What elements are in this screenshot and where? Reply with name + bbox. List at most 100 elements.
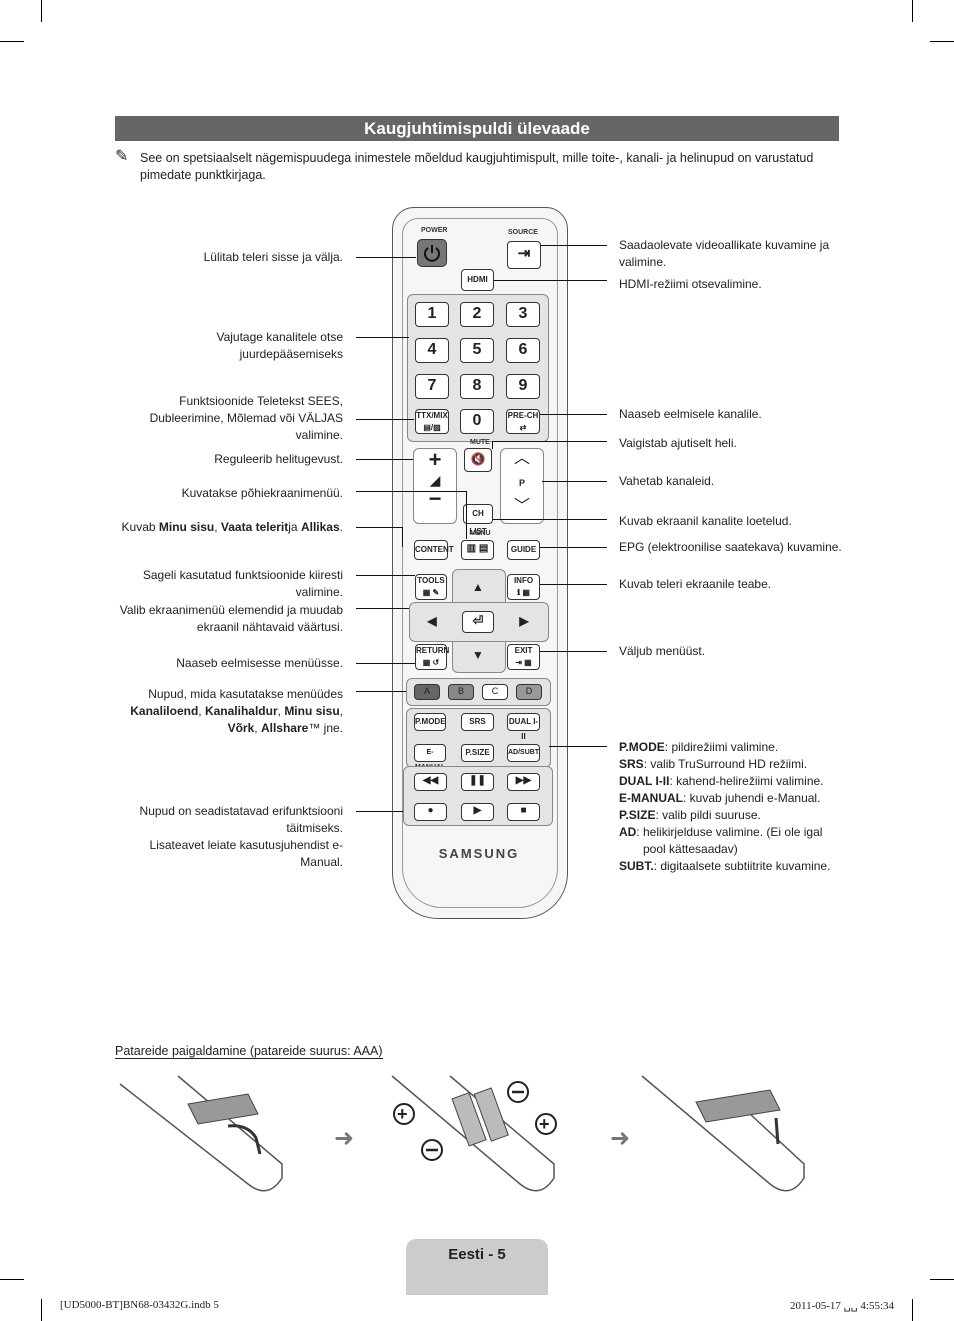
colors-bold: Allshare [260,721,309,735]
leader-line [356,608,409,609]
return-label: RETURN [416,646,450,655]
leader-line [356,691,406,692]
label-info: Kuvab teleri ekraanile teabe. [619,577,772,591]
channel-rocker[interactable]: ︿ P ﹀ [500,448,544,524]
crop-mark [0,41,24,42]
menu-button[interactable]: ▥ ▤ [461,540,494,560]
play-icon: ▶ [473,805,482,816]
content-bold: Minu sisu [158,520,215,534]
digit-9-button[interactable]: 9 [506,374,540,399]
fn-text: : digitaalsete subtiitrite kuvamine. [653,859,831,873]
digit-0-button[interactable]: 0 [460,409,494,434]
color-button-c[interactable]: C [482,684,508,700]
colors-text: ™ jne. [308,721,343,735]
mute-icon: 🔇 [470,452,486,466]
up-arrow-icon: ▲ [472,580,484,594]
digit-6-button[interactable]: 6 [506,338,540,363]
exit-button[interactable]: EXIT⇥ ▦ [507,644,540,670]
content-bold: Allikas [300,520,340,534]
fast-forward-button[interactable]: ▶▶ [507,773,540,791]
info-icon: ℹ ▦ [517,588,530,597]
hdmi-button[interactable]: HDMI [461,269,494,291]
pre-ch-button[interactable]: PRE-CH⇄ [506,409,540,434]
left-arrow-icon: ◀ [427,614,437,628]
crop-mark [0,1279,24,1280]
return-button[interactable]: RETURN▦ ↺ [415,644,450,670]
playback-text-1: Nupud on seadistatavad erifunktsiooni tä… [139,804,343,835]
leader-line [356,811,403,812]
up-arrow-button[interactable]: ▲ [461,573,495,601]
right-arrow-button[interactable]: ▶ [507,607,541,635]
srs-button[interactable]: SRS [461,713,494,731]
leader-line [541,245,607,246]
content-button[interactable]: CONTENT [414,540,454,560]
source-button[interactable]: ⇥ [507,241,541,269]
color-button-a[interactable]: A [414,684,440,700]
fn-text: pool kättesaadav) [643,842,738,856]
crop-mark [912,1299,913,1321]
crop-mark [41,0,42,22]
digit-3-button[interactable]: 3 [506,302,540,327]
menu-icon: ▥ ▤ [466,543,489,554]
tools-button[interactable]: TOOLS▦ ✎ [415,574,447,600]
power-button[interactable] [417,239,447,267]
colors-bold: Minu sisu [284,704,340,718]
remote-inner-outline [402,218,558,908]
label-channel: Vahetab kanaleid. [619,474,715,488]
guide-button[interactable]: GUIDE [507,540,540,560]
color-button-b[interactable]: B [448,684,474,700]
leader-line [540,414,607,415]
pencil-icon: ✎ [115,148,129,165]
ttx-mix-button[interactable]: TTX/MIX▤/▨ [415,409,449,434]
samsung-logo: SAMSUNG [438,846,520,861]
digit-2-button[interactable]: 2 [460,302,494,327]
e-manual-button[interactable]: E-MANUAL [414,744,446,771]
leader-line [356,337,409,338]
volume-rocker[interactable]: + ◢ − [413,448,457,524]
down-arrow-button[interactable]: ▼ [461,641,495,669]
p-mode-button[interactable]: P.MODE [414,713,446,731]
exit-label: EXIT [514,646,533,655]
record-button[interactable]: ● [414,803,447,821]
leader-line [492,441,607,442]
stop-button[interactable]: ■ [507,803,540,821]
ch-list-button[interactable]: CH LIST [463,504,493,536]
fn-line: SRS: valib TruSurround HD režiimi. [619,756,849,773]
p-size-button[interactable]: P.SIZE [461,744,494,762]
leader-line [402,527,403,547]
fn-text: : valib TruSurround HD režiimi. [643,757,808,771]
play-button[interactable]: ▶ [461,803,494,821]
fn-line: pool kättesaadav) [619,841,849,858]
label-function-list: P.MODE: pildirežiimi valimine. SRS: vali… [619,739,849,875]
rewind-icon: ◀◀ [422,775,439,786]
pause-icon: ❚❚ [469,775,486,786]
dual-button[interactable]: DUAL I-II [507,713,540,741]
ad-subt-button[interactable]: AD/SUBT. [507,744,540,762]
digit-7-button[interactable]: 7 [415,374,449,399]
battery-step-3-illustration [641,1075,805,1192]
digit-1-button[interactable]: 1 [415,302,449,327]
color-button-d[interactable]: D [516,684,542,700]
digit-8-button[interactable]: 8 [460,374,494,399]
menu-caption: MENU [470,530,491,537]
content-text: , [214,520,221,534]
colors-text: , [339,704,343,718]
battery-step-2-illustration: + + [391,1075,557,1192]
mute-button[interactable]: 🔇 [464,448,492,472]
rewind-button[interactable]: ◀◀ [414,773,447,791]
leader-line [356,459,413,460]
power-icon [424,245,440,262]
leader-line [466,491,467,539]
label-mute: Vaigistab ajutiselt heli. [619,436,737,450]
digit-4-button[interactable]: 4 [415,338,449,363]
mute-caption: MUTE [470,439,490,446]
leader-line [540,547,607,548]
leader-line [356,419,414,420]
tools-icon: ▦ ✎ [422,588,440,597]
digit-5-button[interactable]: 5 [460,338,494,363]
enter-button[interactable]: ⏎ [462,611,494,633]
left-arrow-button[interactable]: ◀ [415,607,449,635]
pause-button[interactable]: ❚❚ [461,773,494,791]
source-caption: SOURCE [508,229,538,236]
